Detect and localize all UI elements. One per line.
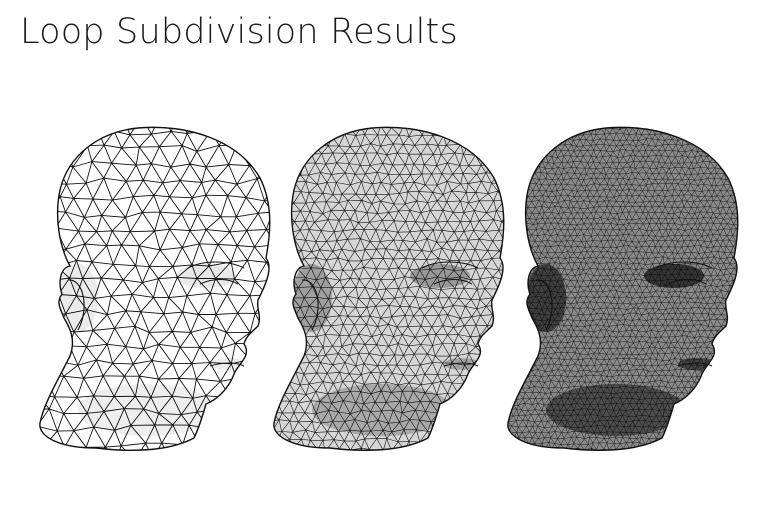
head-medium-mesh (272, 118, 508, 463)
head-fine-mesh (506, 118, 742, 463)
wireframe-head-icon (39, 126, 271, 451)
wireframe-head-icon (507, 126, 739, 451)
wireframe-head-icon (273, 126, 505, 451)
head-coarse-mesh (38, 118, 274, 463)
slide-title: Loop Subdivision Results (20, 12, 458, 52)
subdivision-figure (0, 118, 763, 468)
